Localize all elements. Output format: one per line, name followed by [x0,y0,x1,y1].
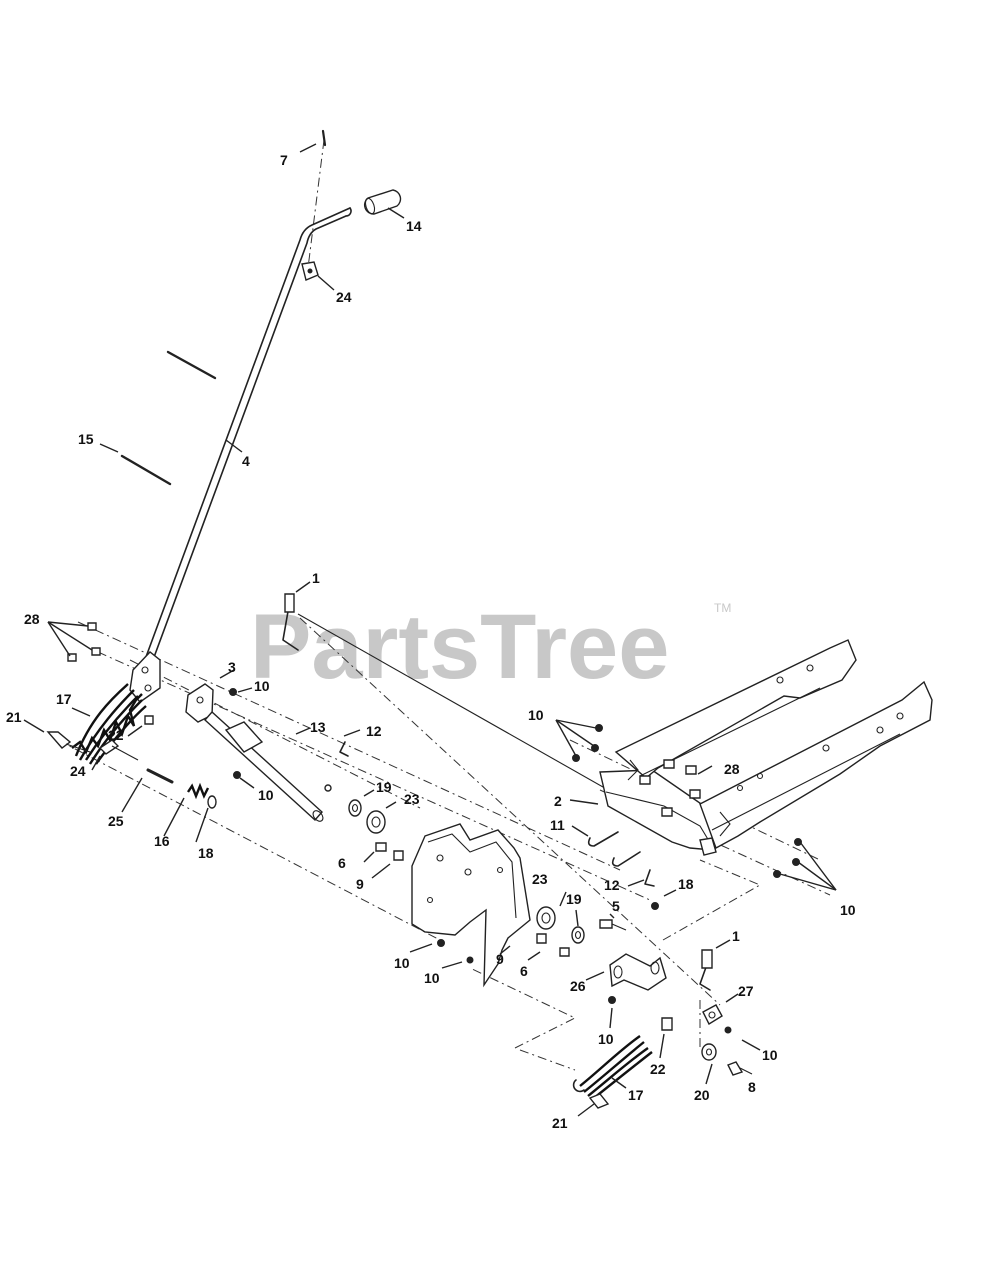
lift-shaft [204,711,324,822]
callout-labels: 7 14 24 15 4 1 28 3 10 17 21 22 13 12 24… [6,152,856,1131]
washer-19-lower [571,926,585,944]
cotter-pin-lower [644,869,655,887]
watermark-text: PartsTree [250,596,669,698]
callout-10-d: 10 [840,902,856,918]
callout-12-upper: 12 [366,723,382,739]
bolts-28-right [639,759,701,817]
callout-17-left: 17 [56,691,72,707]
frame-rails [614,639,933,850]
callout-22-lower: 22 [650,1061,666,1077]
callout-28-right: 28 [724,761,740,777]
callout-18-right: 18 [678,876,694,892]
callout-24-upper: 24 [336,289,352,305]
bolts-6-9-lower [536,933,570,957]
callout-21-lower: 21 [552,1115,568,1131]
callout-18-left: 18 [198,845,214,861]
lift-link-upper [282,593,641,809]
callout-7: 7 [280,152,288,168]
callout-1-upper: 1 [312,570,320,586]
bolt-left [46,731,91,753]
callout-6-upper: 6 [338,855,346,871]
watermark-trademark: TM [714,601,731,615]
callout-6-lower: 6 [520,963,528,979]
callout-20: 20 [694,1087,710,1103]
bolts-28-left [67,622,101,662]
bolt-5 [599,919,627,931]
callout-2: 2 [554,793,562,809]
bushing-23-lower [536,906,556,930]
small-spring [187,782,210,800]
callout-26: 26 [570,978,586,994]
bolt-lower [588,1093,610,1109]
callout-19-lower: 19 [566,891,582,907]
screw-22-upper [144,715,154,725]
callout-10-b: 10 [258,787,274,803]
callout-17-lower: 17 [628,1087,644,1103]
roll-pins [120,350,217,486]
spring-left [71,683,147,765]
callout-10-a: 10 [254,678,270,694]
hair-pin-clip [587,831,641,867]
callout-11: 11 [550,817,565,833]
callout-10-c: 10 [528,707,544,723]
handle-plate [129,651,161,703]
callout-22-left: 22 [108,727,124,743]
leader-lines [23,143,837,1117]
bushing-23-upper [366,810,386,834]
callout-9-upper: 9 [356,876,364,892]
callout-5: 5 [612,898,620,914]
callout-9-lower: 9 [496,951,504,967]
callout-23-lower: 23 [532,871,548,887]
callout-27: 27 [738,983,754,999]
lower-lift-arm [609,953,667,991]
callout-25: 25 [108,813,124,829]
cotter-pin-upper [339,741,349,757]
callout-10-g: 10 [762,1047,778,1063]
callout-21-left: 21 [6,709,22,725]
callout-16: 16 [154,833,170,849]
callout-4: 4 [242,453,250,469]
callout-12-lower: 12 [604,877,620,893]
callout-3: 3 [228,659,236,675]
handle-clip [301,261,319,281]
callout-19-upper: 19 [376,779,392,795]
small-hardware [145,688,753,1076]
lift-handle-rod [142,207,352,669]
clevis-pin [98,739,139,761]
front-bracket [599,769,721,856]
callout-28-left: 28 [24,611,40,627]
bolts-6-9-upper [375,842,404,861]
axle-pin [146,768,174,784]
callout-8: 8 [748,1079,756,1095]
callout-10-e: 10 [394,955,410,971]
callout-1-lower: 1 [732,928,740,944]
top-pin [321,129,327,147]
callout-15: 15 [78,431,94,447]
callout-24-lower: 24 [70,763,86,779]
trunnion [702,1004,723,1025]
watermark: PartsTree TM [250,596,731,698]
washer-20 [701,1043,717,1061]
callout-13: 13 [310,719,326,735]
frame-side-plate [411,823,531,988]
callout-14: 14 [406,218,422,234]
lift-link-lower [699,949,713,991]
washer-18-lower [651,902,659,910]
handle-grip [364,189,402,215]
callout-23-upper: 23 [404,791,420,807]
callout-10-h: 10 [598,1031,614,1047]
callout-10-f: 10 [424,970,440,986]
washer-19-upper [348,799,362,817]
spring-lower [572,1035,653,1099]
